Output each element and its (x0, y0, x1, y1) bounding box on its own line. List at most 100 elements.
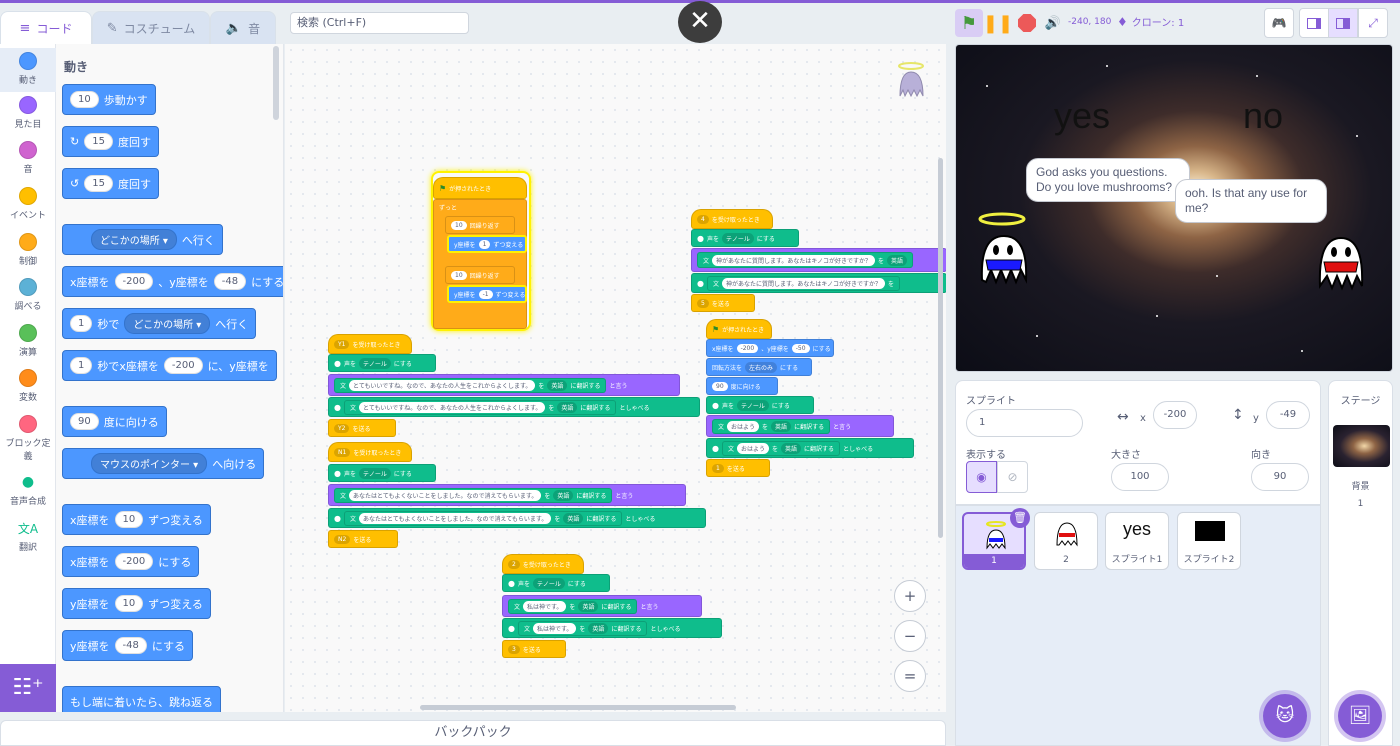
category-my-blocks[interactable]: ブロック定義 (0, 415, 56, 462)
translate-reporter[interactable]: 文神があなたに質問します。あなたはキノコが好きですか？を (706, 275, 900, 291)
category-operators[interactable]: 演算 (0, 324, 56, 358)
tab-code[interactable]: ≡コード (0, 11, 92, 44)
set-voice-block[interactable]: ●声をテノールにする (691, 229, 799, 247)
translate-reporter[interactable]: 文神があなたに質問します。あなたはキノコが好きですか？を英語 (697, 252, 914, 268)
translate-reporter[interactable]: 文とてもいいですね。なので、あなたの人生をこれからよくします。を英語に翻訳する (334, 377, 607, 393)
gamepad-button[interactable]: 🎮 (1264, 8, 1294, 38)
god-sprite[interactable] (976, 210, 1032, 288)
yes-sprite[interactable]: yes (1054, 95, 1111, 136)
volume-button[interactable]: 🔊 (1041, 9, 1065, 37)
sprite-name-input[interactable]: 1 (966, 409, 1083, 437)
stage-selector-panel[interactable]: ステージ 背景 1 (1328, 380, 1393, 746)
category-control[interactable]: 制御 (0, 233, 56, 267)
block-input[interactable]: 10 (70, 91, 99, 108)
tab-costumes[interactable]: ✎コスチューム (92, 11, 210, 44)
block-dropdown[interactable]: テノール (533, 577, 565, 589)
small-stage-button[interactable] (1299, 8, 1329, 38)
category-variables[interactable]: 変数 (0, 369, 56, 403)
zoom-in-button[interactable]: + (894, 580, 926, 612)
say-block[interactable]: 文あなたはとてもよくないことをしました。なので消えてもらいます。を英語に翻訳する… (328, 484, 686, 506)
set-voice-block[interactable]: ●声をテノールにする (328, 354, 436, 372)
block-input[interactable]: -1 (478, 289, 493, 299)
block-dropdown[interactable]: 英語 (781, 442, 802, 454)
x-input[interactable]: -200 (1153, 401, 1197, 429)
set-voice-block[interactable]: ●声をテノールにする (706, 396, 814, 414)
block-dropdown[interactable]: テノール (722, 232, 754, 244)
sprite-thumb-1[interactable]: 🗑 1 (962, 508, 1030, 570)
add-backdrop-button[interactable]: 🖼 (1338, 694, 1382, 738)
translate-reporter[interactable]: 文私は神です。を英語に翻訳する (508, 598, 638, 614)
block-input[interactable]: 10 (451, 270, 467, 280)
block-input[interactable]: -200 (736, 343, 759, 353)
say-block[interactable]: 文私は神です。を英語に翻訳すると言う (502, 595, 702, 617)
block-dropdown[interactable]: テノール (359, 467, 391, 479)
block-input[interactable]: -200 (114, 553, 154, 570)
direction-input[interactable]: 90 (1251, 463, 1309, 491)
block-point-towards[interactable]: マウスのポインター ▾へ向ける (62, 448, 265, 479)
tab-sounds[interactable]: 🔈音 (210, 11, 276, 44)
block-input[interactable]: 90 (70, 413, 99, 430)
stop-button[interactable] (1013, 9, 1041, 37)
translate-reporter[interactable]: 文あなたはとてもよくないことをしました。なので消えてもらいます。を英語に翻訳する (343, 510, 623, 526)
block-dropdown[interactable]: 英語 (771, 420, 792, 432)
block-dropdown[interactable]: 4 (697, 214, 709, 224)
when-flag-clicked-block[interactable]: ⚑が押されたとき (433, 177, 527, 199)
add-extension-button[interactable]: ☷⁺ (0, 664, 56, 712)
block-input[interactable]: 私は神です。 (533, 622, 577, 634)
block-input[interactable]: 1 (70, 315, 93, 332)
block-dropdown[interactable]: N1 (334, 447, 351, 457)
block-input[interactable]: -48 (114, 637, 147, 654)
block-input[interactable]: おはよう (727, 420, 760, 432)
block-dropdown[interactable]: 英語 (578, 600, 599, 612)
block-dropdown[interactable]: 2 (508, 559, 520, 569)
say-block[interactable]: 文神があなたに質問します。あなたはキノコが好きですか？を英語 (691, 248, 946, 272)
block-input[interactable]: 10 (114, 511, 144, 528)
category-sensing[interactable]: 調べる (0, 278, 56, 312)
block-input[interactable]: -200 (163, 357, 203, 374)
speak-block[interactable]: ●文おはようを英語に翻訳するとしゃべる (706, 438, 914, 458)
block-input[interactable]: 15 (84, 133, 113, 150)
block-input[interactable]: 90 (712, 381, 728, 391)
block-input[interactable]: 私は神です。 (523, 600, 567, 612)
block-dropdown[interactable]: 左右のみ (745, 361, 778, 373)
stage-canvas[interactable]: yes no God asks you questions. Do you lo… (955, 44, 1393, 372)
delete-sprite-button[interactable]: 🗑 (1010, 508, 1030, 528)
block-input[interactable]: 神があなたに質問します。あなたはキノコが好きですか？ (712, 254, 875, 266)
green-flag-button[interactable]: ⚑ (955, 9, 983, 37)
say-block[interactable]: 文とてもいいですね。なので、あなたの人生をこれからよくします。を英語に翻訳すると… (328, 374, 680, 396)
close-icon[interactable]: ✕ (678, 1, 722, 43)
block-input[interactable]: とてもいいですね。なので、あなたの人生をこれからよくします。 (359, 401, 546, 413)
no-sprite[interactable]: no (1243, 95, 1284, 136)
block-dropdown[interactable]: 1 (712, 463, 724, 473)
y-input[interactable]: -49 (1266, 401, 1310, 429)
block-dropdown[interactable]: Y1 (334, 339, 350, 349)
hide-sprite-button[interactable]: ⊘ (997, 461, 1028, 493)
palette-scrollbar[interactable] (273, 46, 279, 120)
block-dropdown[interactable]: 英語 (887, 254, 908, 266)
block-dropdown[interactable]: 英語 (563, 512, 584, 524)
block-input[interactable]: 10 (451, 220, 467, 230)
block-input[interactable]: とてもいいですね。なので、あなたの人生をこれからよくします。 (349, 379, 536, 391)
set-voice-block[interactable]: ●声をテノールにする (502, 574, 610, 592)
block-go-to[interactable]: どこかの場所 ▾へ行く (62, 224, 223, 255)
translate-reporter[interactable]: 文あなたはとてもよくないことをしました。なので消えてもらいます。を英語に翻訳する (334, 487, 613, 503)
block-bounce[interactable]: もし端に着いたら、跳ね返る (62, 686, 221, 712)
block-dropdown[interactable]: 英語 (553, 489, 574, 501)
